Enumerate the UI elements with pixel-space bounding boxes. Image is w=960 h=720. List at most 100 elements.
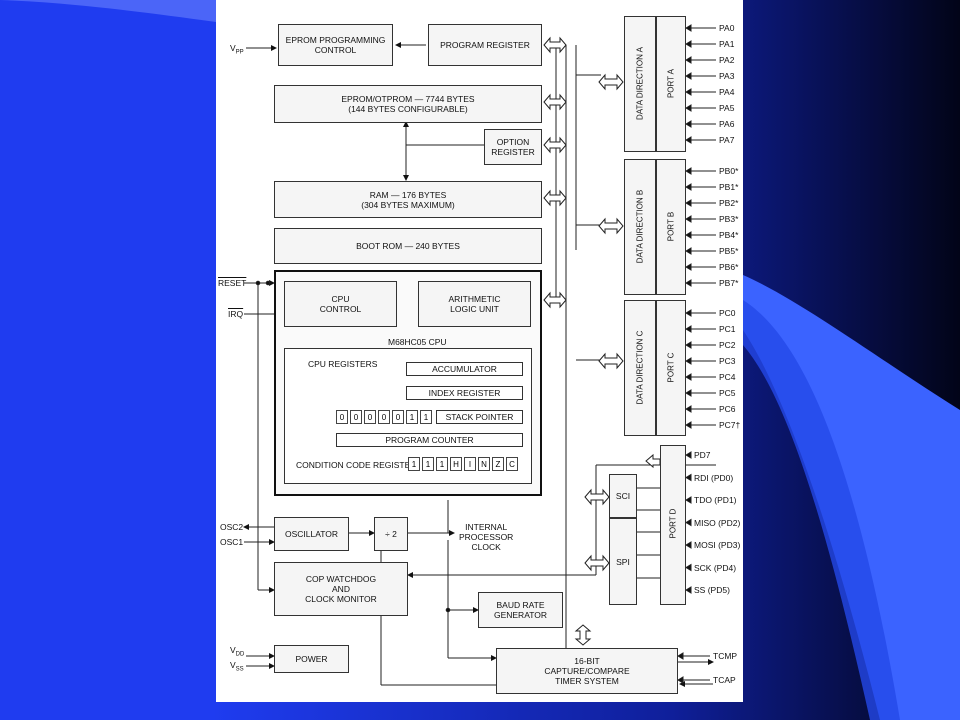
pin-arrowhead [685, 263, 692, 271]
pin-arrowhead [685, 56, 692, 64]
power-block: POWER [274, 645, 349, 673]
pin-arrowhead [685, 473, 692, 482]
port-b-block [656, 159, 686, 295]
port-pin-label: RDI (PD0) [694, 472, 734, 483]
ccr-bit: H [450, 457, 462, 471]
cpu-control-block: CPU CONTROL [284, 281, 397, 327]
cop-watchdog-block: COP WATCHDOG AND CLOCK MONITOR [274, 562, 408, 616]
pin-arrowhead [685, 325, 692, 333]
eprom-programming-control-block: EPROM PROGRAMMING CONTROL [278, 24, 393, 66]
index-register: INDEX REGISTER [406, 386, 523, 400]
pin-arrowhead [685, 541, 692, 549]
pin-arrowhead [685, 421, 692, 429]
pin-arrowhead [685, 357, 692, 365]
ccr-bit: 1 [408, 457, 420, 471]
port-pin-label: PA1 [719, 39, 735, 49]
port-pin-label: PC0 [719, 308, 736, 318]
port-pin-label: TCMP [713, 651, 738, 661]
stack-pointer-bit: 0 [364, 410, 376, 424]
pin-arrowhead [685, 309, 692, 317]
ccr-label: CONDITION CODE REGISTER [296, 460, 417, 470]
pin-arrowhead [685, 199, 692, 207]
pin-arrowhead [685, 88, 692, 96]
osc1-pin-label: OSC1 [220, 537, 244, 547]
stack-pointer-bit: 1 [406, 410, 418, 424]
port-pin-label: PA3 [719, 71, 735, 81]
port-pin-label: PC7† [719, 420, 741, 430]
stack-pointer-bit: 0 [378, 410, 390, 424]
port-pin-label: MISO (PD2) [694, 517, 741, 528]
port-pin-label: PB7* [719, 278, 739, 288]
pin-arrowhead [685, 373, 692, 381]
vss-pin-label: VSS [230, 660, 244, 673]
port-pin-label: SS (PD5) [694, 585, 730, 595]
port-pin-label: PA6 [719, 119, 735, 129]
stack-pointer-bit: 0 [336, 410, 348, 424]
alu-block: ARITHMETIC LOGIC UNIT [418, 281, 531, 327]
pin-arrowhead [685, 120, 692, 128]
cpu-registers-label: CPU REGISTERS [308, 359, 378, 369]
vdd-pin-label: VDD [230, 645, 245, 658]
pin-arrowhead [685, 586, 692, 594]
port-pin-label: PC1 [719, 324, 736, 334]
reset-pin-label: RESET [218, 278, 247, 288]
pin-arrowhead [685, 247, 692, 255]
divide-by-two-block: ÷ 2 [374, 517, 408, 551]
port-pin-label: TDO (PD1) [694, 495, 737, 505]
pin-arrowhead [685, 215, 692, 223]
port-pin-label: PA2 [719, 55, 735, 65]
port-pin-label: PA4 [719, 87, 735, 97]
port-a-label: PORT A [666, 68, 676, 99]
ccr-bit: 1 [422, 457, 434, 471]
program-register-block: PROGRAM REGISTER [428, 24, 542, 66]
port-pin-label: PC5 [719, 388, 736, 398]
port-pin-label: PA7 [719, 135, 735, 145]
cpu-title: M68HC05 CPU [388, 337, 447, 347]
port-pin-label: PB2* [719, 198, 739, 208]
spi-block: SPI [609, 518, 637, 605]
port-pin-label: PC4 [719, 372, 736, 382]
sci-block: SCI [609, 474, 637, 518]
option-register-block: OPTION REGISTER [484, 129, 542, 165]
pin-arrowhead [677, 652, 684, 660]
ccr-bit: C [506, 457, 518, 471]
port-b-label: PORT B [666, 211, 676, 242]
accumulator-register: ACCUMULATOR [406, 362, 523, 376]
port-pin-label: MOSI (PD3) [694, 540, 741, 550]
port-pin-label: TCAP [713, 675, 736, 685]
oscillator-block: OSCILLATOR [274, 517, 349, 551]
port-pin-label: PC2 [719, 340, 736, 350]
pin-arrowhead [685, 496, 692, 504]
pin-arrowhead [685, 341, 692, 349]
ccr-bit: Z [492, 457, 504, 471]
port-b-ddr-block [624, 159, 656, 295]
port-pin-label: PC3 [719, 356, 736, 366]
port-a-ddr-label: DATA DIRECTION A [635, 46, 645, 121]
irq-pin-label: IRQ [228, 309, 244, 319]
ccr-bit: 1 [436, 457, 448, 471]
pin-arrowhead [685, 40, 692, 48]
port-c-block [656, 300, 686, 436]
port-c-label: PORT C [666, 352, 676, 383]
connection-lines [243, 24, 716, 687]
eprom-block: EPROM/OTPROM — 7744 BYTES (144 BYTES CON… [274, 85, 542, 123]
port-pin-label: PB3* [719, 214, 739, 224]
stack-pointer-bit: 0 [392, 410, 404, 424]
pin-arrowhead [685, 72, 692, 80]
port-a-block [656, 16, 686, 152]
baud-rate-generator-block: BAUD RATE GENERATOR [478, 592, 563, 628]
stack-pointer-bit: 1 [420, 410, 432, 424]
stack-pointer-register: STACK POINTER [436, 410, 523, 424]
port-pin-label: PB6* [719, 262, 739, 272]
port-pin-label: PB4* [719, 230, 739, 240]
port-c-ddr-block [624, 300, 656, 436]
pin-arrowhead [685, 136, 692, 144]
pin-arrowhead [685, 405, 692, 413]
timer-system-block: 16-BIT CAPTURE/COMPARE TIMER SYSTEM [496, 648, 678, 694]
port-pin-label: PD7 [694, 450, 711, 460]
ccr-bit: N [478, 457, 490, 471]
port-pin-label: PA5 [719, 103, 735, 113]
stack-pointer-bit: 0 [350, 410, 362, 424]
port-pin-label: PB0* [719, 166, 739, 176]
